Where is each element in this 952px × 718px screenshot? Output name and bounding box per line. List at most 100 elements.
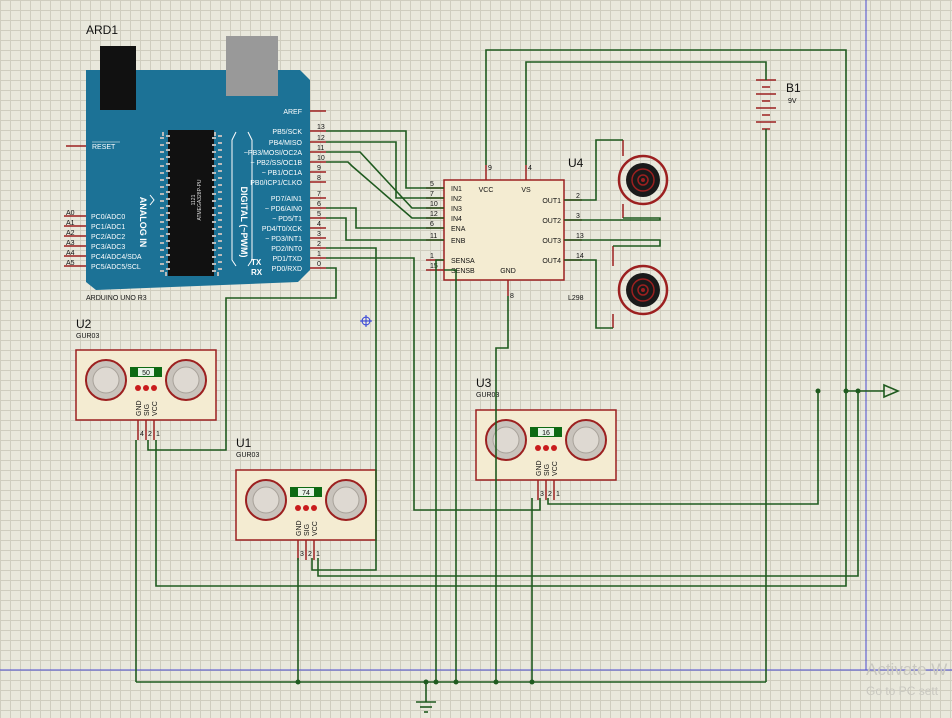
chip-name: ATMEGA328P-PU — [197, 179, 203, 220]
motor-1[interactable] — [617, 140, 669, 218]
wire-vcc-rail — [155, 49, 847, 587]
analog-pin-name: PC5/ADC5/SCL — [91, 264, 141, 271]
sensor-part-label: GUR03 — [76, 333, 99, 340]
digital-pin-number: 10 — [317, 155, 325, 162]
wire-sensa-gnd — [435, 259, 444, 682]
driver-pin-name: IN4 — [451, 216, 462, 223]
digital-pin-name: ~ PD5/T1 — [272, 216, 302, 223]
sensor-pin-number: 3 — [540, 491, 544, 498]
digital-pin-name: ~ PD6/AIN0 — [265, 206, 302, 213]
l298-driver[interactable]: U4 L298 9 VCC 4 VS 8 GND 5IN17IN210IN312… — [426, 156, 584, 302]
watermark-line-1: Activate W — [866, 660, 948, 679]
sensor-ref-label: U3 — [476, 376, 492, 390]
wire-out3 — [564, 239, 661, 247]
wire-out4 — [564, 259, 613, 329]
chip-pins — [160, 132, 222, 276]
sensor-part-label: GUR03 — [236, 452, 259, 459]
driver-pin-name: OUT2 — [542, 218, 561, 225]
driver-pin-number: 12 — [430, 211, 438, 218]
sensor-ref-label: U1 — [236, 436, 252, 450]
junction-dots — [295, 388, 861, 685]
wire-d6-ena — [326, 207, 444, 229]
wire-u3-vcc — [547, 391, 819, 505]
motor-1-casing — [617, 154, 669, 206]
digital-pin-name: ~ PD3/INT1 — [265, 236, 302, 243]
ground-symbol — [416, 701, 436, 713]
sensor-pin-name: VCC — [312, 521, 319, 536]
digital-pin-number: 12 — [317, 135, 325, 142]
digital-pin-number: 11 — [317, 145, 324, 152]
driver-pin-number: 7 — [430, 191, 434, 198]
battery-b1[interactable]: B1 9V — [756, 79, 801, 130]
digital-pin-name: PD1/TXD — [272, 256, 302, 263]
digital-pin-name: PD4/T0/XCK — [262, 226, 302, 233]
vs-pin-name: VS — [521, 187, 531, 194]
analog-pin-name: PC0/ADC0 — [91, 214, 125, 221]
digital-pin-number: 0 — [317, 261, 321, 268]
sensor-pin-dot — [143, 385, 149, 391]
sensor-reading-value: 74 — [302, 490, 310, 497]
sensor-pin-number: 2 — [308, 551, 312, 558]
wire-u1-vcc — [317, 391, 859, 577]
arduino-ref-label: ARD1 — [86, 23, 118, 37]
driver-pin-name: ENB — [451, 238, 466, 245]
analog-pin-number: A1 — [66, 220, 75, 227]
driver-pin-name: SENSA — [451, 258, 475, 265]
sensor-pin-name: SIG — [304, 524, 311, 536]
sensor-pin-name: SIG — [544, 464, 551, 476]
sensor-pin-dot — [303, 505, 309, 511]
digital-pin-number: 9 — [317, 165, 321, 172]
arduino-uno[interactable]: ARD1 1121 ATMEGA328P-PU ANALOG IN DIGITA… — [64, 23, 326, 302]
driver-part-label: L298 — [568, 295, 584, 302]
digital-pin-number: 5 — [317, 211, 321, 218]
rx-label: RX — [251, 268, 263, 277]
digital-pin-number: 13 — [317, 124, 325, 131]
sensor-pin-number: 2 — [148, 431, 152, 438]
wire-d0-u2-sig — [147, 267, 337, 451]
motor-2[interactable] — [612, 246, 669, 328]
vcc-pin-num: 9 — [488, 165, 492, 172]
wire-out2 — [564, 217, 661, 221]
sensor-pin-dot — [295, 505, 301, 511]
driver-pin-number: 3 — [576, 213, 580, 220]
usb-connector — [226, 36, 278, 96]
digital-pin-name: PB5/SCK — [272, 129, 302, 136]
driver-pin-name: IN1 — [451, 186, 462, 193]
wire-driver-gnd — [495, 296, 509, 682]
watermark-line-2: Go to PC sett — [866, 684, 939, 698]
digital-pin-name: PD7/AIN1 — [271, 196, 302, 203]
driver-pin-name: IN2 — [451, 196, 462, 203]
sensor-pin-name: VCC — [152, 401, 159, 416]
digital-pin-name: PD0/RXD — [272, 266, 302, 273]
sensor-ref-label: U2 — [76, 317, 92, 331]
reset-label: RESET — [92, 144, 116, 151]
wires — [135, 49, 884, 702]
digital-pin-number: 1 — [317, 251, 321, 258]
digital-pin-number: 7 — [317, 191, 321, 198]
sensor-pin-number: 1 — [316, 551, 320, 558]
analog-pin-number: A0 — [66, 210, 75, 217]
driver-body — [443, 179, 565, 281]
digital-pin-name: ~ PB2/SS/OC1B — [250, 160, 302, 167]
digital-pin-number: 3 — [317, 231, 321, 238]
sensor-pin-name: GND — [136, 400, 143, 416]
digital-pin-number: 2 — [317, 241, 321, 248]
driver-pin-number: 2 — [576, 193, 580, 200]
wire-d12-in2 — [326, 141, 444, 199]
sensor-pin-dot — [311, 505, 317, 511]
wire-d11-in3 — [326, 151, 444, 209]
driver-pin-number: 11 — [430, 233, 437, 240]
wire-vs-battery — [525, 61, 767, 165]
output-terminal-arrow — [883, 383, 901, 399]
gnd-pin-name: GND — [500, 268, 516, 275]
analog-pin-number: A4 — [66, 250, 75, 257]
digital-pwm-label: DIGITAL (~PWM) — [239, 187, 249, 258]
crosshair-cursor-icon — [360, 315, 372, 327]
analog-pin-name: PC2/ADC2 — [91, 234, 125, 241]
sensor-pin-number: 1 — [156, 431, 160, 438]
